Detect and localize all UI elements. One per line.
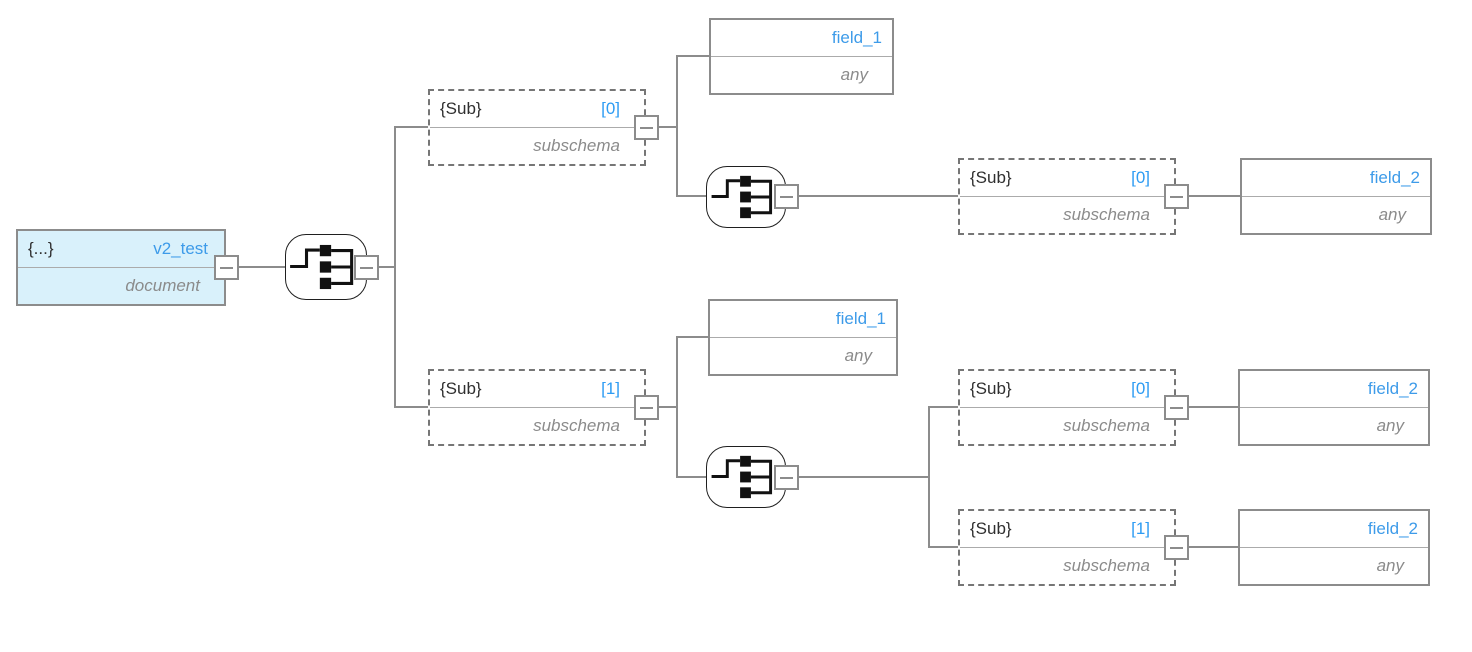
- connector-line: [226, 266, 285, 268]
- subschema-node-0-nested[interactable]: {Sub} [0] subschema: [958, 158, 1176, 235]
- field-node-field_1-bottom[interactable]: field_1 any: [708, 299, 898, 376]
- collapse-button[interactable]: [1164, 395, 1189, 420]
- subschema-node-0[interactable]: {Sub} [0] subschema: [428, 89, 646, 166]
- connector-line: [394, 126, 396, 408]
- collapse-button[interactable]: [774, 184, 799, 209]
- subschema-node-1[interactable]: {Sub} [1] subschema: [428, 369, 646, 446]
- field-name: field_1: [831, 28, 882, 47]
- minus-icon: [780, 476, 793, 479]
- field-type-label: any: [844, 346, 872, 365]
- connector-line: [676, 55, 709, 57]
- field-type-label: any: [840, 65, 868, 84]
- oneof-choice-node[interactable]: [285, 234, 367, 300]
- array-index-label: [1]: [1131, 519, 1150, 538]
- oneof-branch-icon: [711, 175, 773, 219]
- field-node-field_2-middle[interactable]: field_2 any: [1238, 369, 1430, 446]
- minus-icon: [640, 126, 653, 129]
- node-type-label: document: [125, 276, 200, 295]
- field-name: field_2: [1367, 379, 1418, 398]
- node-name: v2_test: [153, 239, 208, 258]
- connector-line: [1176, 546, 1238, 548]
- oneof-branch-icon: [290, 244, 354, 290]
- array-index-label: [0]: [1131, 379, 1150, 398]
- connector-line: [676, 55, 678, 197]
- minus-icon: [1170, 406, 1183, 409]
- array-index-label: [0]: [1131, 168, 1150, 187]
- connector-line: [1176, 406, 1238, 408]
- connector-line: [676, 195, 706, 197]
- node-type-label: subschema: [533, 416, 620, 435]
- connector-line: [366, 266, 395, 268]
- collapse-button[interactable]: [354, 255, 379, 280]
- connector-line: [928, 546, 958, 548]
- object-type-badge: {Sub}: [970, 379, 1012, 398]
- node-type-label: subschema: [1063, 556, 1150, 575]
- array-index-label: [1]: [601, 379, 620, 398]
- minus-icon: [1170, 195, 1183, 198]
- connector-line: [676, 336, 708, 338]
- object-type-badge: {...}: [28, 239, 54, 258]
- object-type-badge: {Sub}: [440, 379, 482, 398]
- connector-line: [646, 126, 677, 128]
- connector-line: [786, 476, 930, 478]
- field-node-field_1-top[interactable]: field_1 any: [709, 18, 894, 95]
- connector-line: [676, 476, 706, 478]
- field-node-field_2-top[interactable]: field_2 any: [1240, 158, 1432, 235]
- root-document-node[interactable]: {...} v2_test document: [16, 229, 226, 306]
- oneof-branch-icon: [711, 455, 773, 499]
- object-type-badge: {Sub}: [970, 519, 1012, 538]
- subschema-node-0-bottom[interactable]: {Sub} [0] subschema: [958, 369, 1176, 446]
- node-type-label: subschema: [1063, 205, 1150, 224]
- field-type-label: any: [1376, 556, 1404, 575]
- collapse-button[interactable]: [774, 465, 799, 490]
- array-index-label: [0]: [601, 99, 620, 118]
- node-type-label: subschema: [533, 136, 620, 155]
- collapse-button[interactable]: [634, 115, 659, 140]
- minus-icon: [640, 406, 653, 409]
- oneof-choice-node[interactable]: [706, 446, 786, 508]
- connector-line: [928, 406, 958, 408]
- field-name: field_2: [1367, 519, 1418, 538]
- connector-line: [394, 406, 428, 408]
- collapse-button[interactable]: [634, 395, 659, 420]
- field-node-field_2-bottom[interactable]: field_2 any: [1238, 509, 1430, 586]
- node-type-label: subschema: [1063, 416, 1150, 435]
- collapse-button[interactable]: [214, 255, 239, 280]
- connector-line: [786, 195, 958, 197]
- connector-line: [676, 336, 678, 478]
- field-name: field_2: [1369, 168, 1420, 187]
- object-type-badge: {Sub}: [970, 168, 1012, 187]
- connector-line: [1176, 195, 1240, 197]
- field-name: field_1: [835, 309, 886, 328]
- collapse-button[interactable]: [1164, 535, 1189, 560]
- connector-line: [646, 406, 677, 408]
- subschema-node-1-bottom[interactable]: {Sub} [1] subschema: [958, 509, 1176, 586]
- minus-icon: [780, 195, 793, 198]
- minus-icon: [360, 266, 373, 269]
- object-type-badge: {Sub}: [440, 99, 482, 118]
- collapse-button[interactable]: [1164, 184, 1189, 209]
- minus-icon: [220, 266, 233, 269]
- connector-line: [928, 406, 930, 548]
- field-type-label: any: [1376, 416, 1404, 435]
- minus-icon: [1170, 546, 1183, 549]
- connector-line: [394, 126, 428, 128]
- field-type-label: any: [1378, 205, 1406, 224]
